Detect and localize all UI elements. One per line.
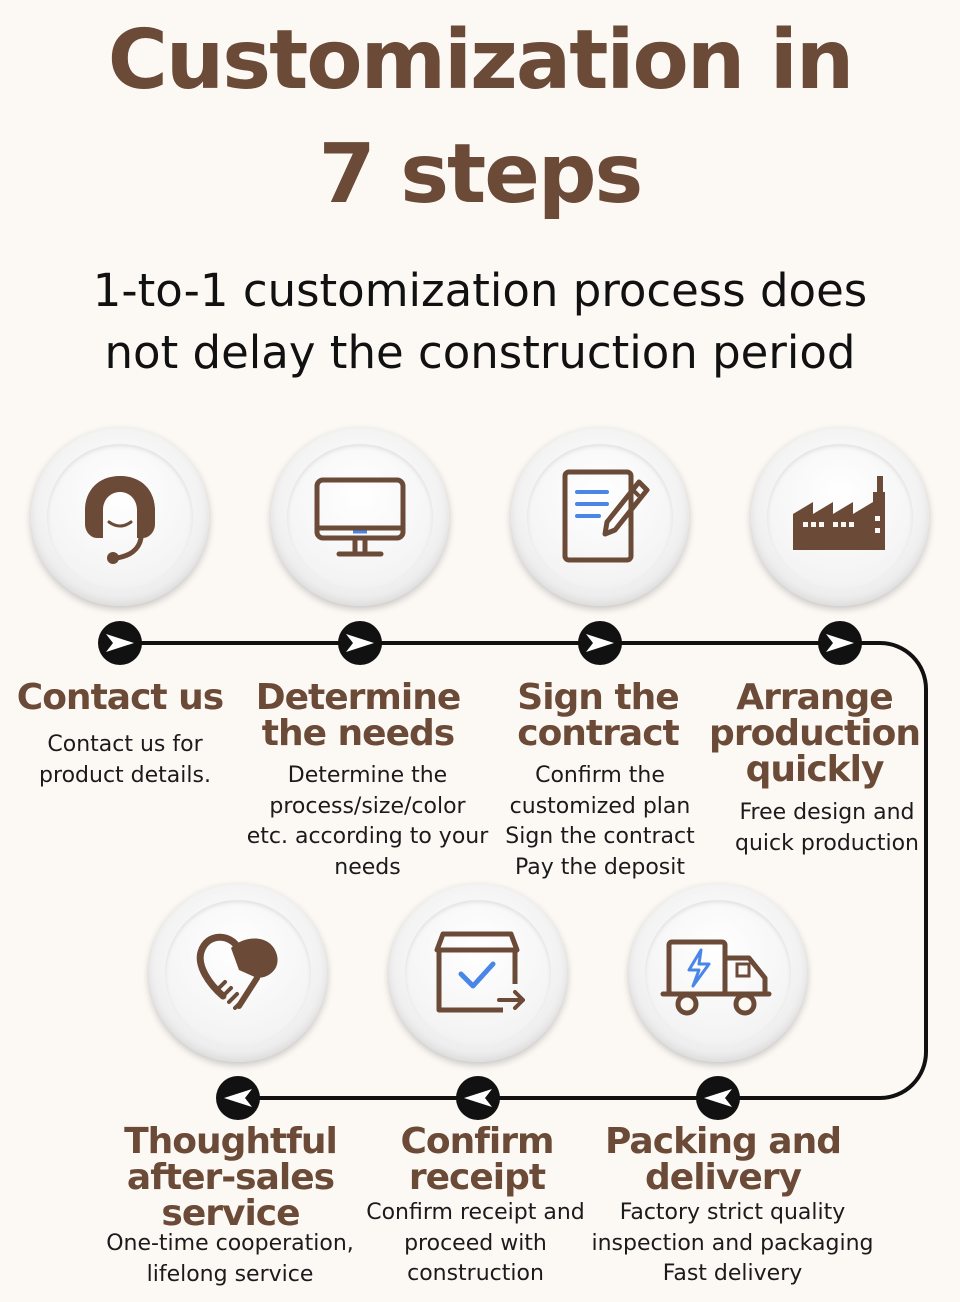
arrow-left-icon [216,1076,260,1120]
step-4-description: Free design and quick production [735,800,919,856]
step-2-title: Determine the needs [255,677,462,754]
arrow-right-icon [578,621,622,665]
monitor-icon [314,477,406,557]
step-2-description: Determine the process/size/color etc. ac… [246,763,489,880]
step-7-description: One-time cooperation, lifelong service [106,1231,354,1287]
page-title-line1: Customization in [107,13,855,108]
step-6-title: Confirm receipt [400,1121,554,1198]
step-7-title: Thoughtful after-sales service [124,1121,338,1234]
arrow-right-icon [818,621,862,665]
handshake-heart-icon [196,933,278,1010]
delivery-truck-icon [660,939,772,1016]
step-5-description: Factory strict quality inspection and pa… [591,1200,874,1286]
page-subtitle-line1: 1-to-1 customization process does [92,264,868,317]
step-3-icon-circle [511,428,689,606]
step-4-title: Arrange production quickly [709,677,921,790]
step-5-title: Packing and delivery [605,1121,842,1198]
step-3-title: Sign the contract [517,677,680,754]
contract-pen-icon [562,469,650,563]
arrow-right-icon [98,621,142,665]
package-check-icon [434,931,525,1013]
arrow-right-icon [338,621,382,665]
step-4-icon-circle [751,428,929,606]
arrow-left-icon [456,1076,500,1120]
step-5-icon-circle [629,884,807,1062]
step-6-icon-circle [389,884,567,1062]
page-subtitle-line2: not delay the construction period [104,326,856,379]
arrow-left-icon [696,1076,740,1120]
step-3-description: Confirm the customized plan Sign the con… [505,763,695,880]
step-6-description: Confirm receipt and proceed with constru… [366,1200,585,1286]
step-2-icon-circle [271,428,449,606]
step-7-icon-circle [149,884,327,1062]
step-1-description: Contact us for product details. [39,732,211,788]
page-title-line2: 7 steps [318,127,644,222]
factory-icon [793,476,885,550]
step-1-icon-circle [31,428,209,606]
headset-support-icon [85,476,155,564]
step-1-title: Contact us [16,677,224,718]
